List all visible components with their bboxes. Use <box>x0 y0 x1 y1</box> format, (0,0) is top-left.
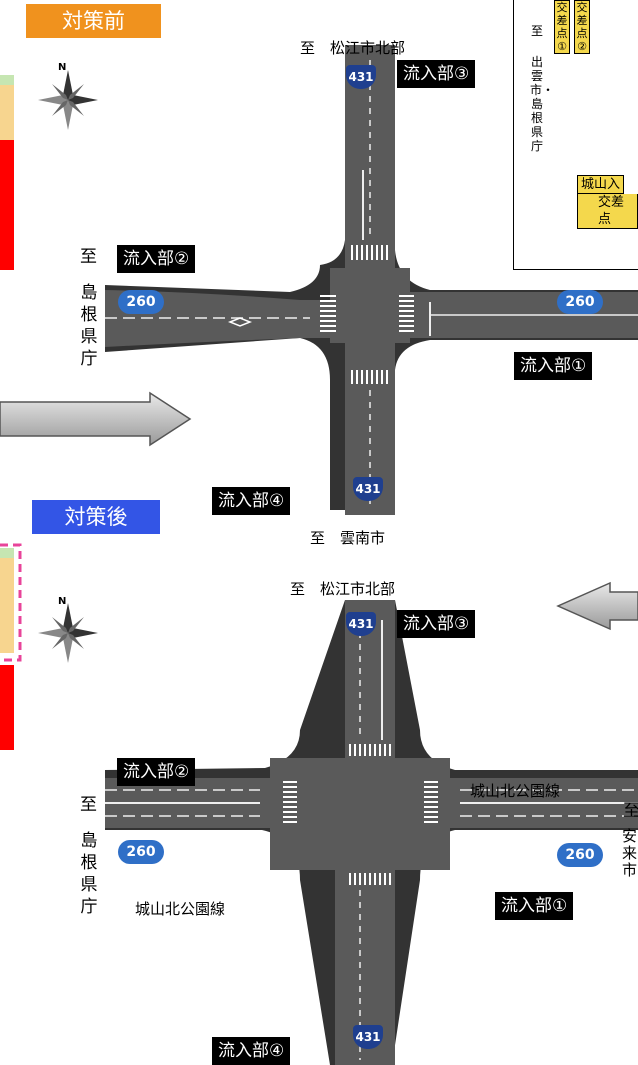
route-431-sign-south-after: 431 <box>353 1025 383 1049</box>
north-letter-before: N <box>58 62 67 73</box>
south-destination-before: 至 雲南市 <box>310 529 386 547</box>
route-260-sign-east-after: 260 <box>557 843 603 867</box>
north-destination-after: 至 松江市北部 <box>290 580 396 598</box>
route-431-sign-north-before: 431 <box>346 65 376 89</box>
route-260-sign-west-before: 260 <box>118 290 164 314</box>
inset-point-1: 交差点① <box>554 0 570 54</box>
north-destination-before: 至 松江市北部 <box>300 39 406 57</box>
route-431-sign-south-before: 431 <box>353 477 383 501</box>
inset-intersection-suffix: 交差点 <box>577 194 638 229</box>
east-to-after: 至 <box>623 801 638 821</box>
before-intersection <box>105 45 638 515</box>
road-name-sw: 城山北公園線 <box>135 900 226 918</box>
north-letter-after: N <box>58 596 67 607</box>
inflow-1-after: 流入部① <box>495 892 574 920</box>
inset-to: 至 <box>530 24 543 38</box>
compass-rose-before <box>38 70 98 130</box>
inflow-2-before: 流入部② <box>117 245 196 273</box>
route-260-sign-east-before: 260 <box>557 290 603 314</box>
route-431-sign-north-after: 431 <box>346 612 376 636</box>
route-260-sign-west-after: 260 <box>118 840 164 864</box>
road-name-ne: 城山北公園線 <box>470 782 561 800</box>
chart-fragment-after <box>0 543 22 750</box>
after-intersection <box>105 600 638 1065</box>
chart-fragment-before <box>0 75 14 270</box>
inflow-2-after: 流入部② <box>117 758 196 786</box>
inflow-4-after: 流入部④ <box>212 1037 291 1065</box>
inset-destination: 出雲市・島根県庁 <box>530 55 555 153</box>
inflow-3-before: 流入部③ <box>397 60 476 88</box>
west-to-before: 至 <box>80 247 97 267</box>
inset-intersection-name: 城山入 <box>577 175 625 194</box>
east-destination-after: 安来市 <box>622 827 638 879</box>
inflow-4-before: 流入部④ <box>212 487 291 515</box>
west-destination-after: 島根県庁 <box>80 831 98 917</box>
after-tag: 対策後 <box>32 500 160 534</box>
compass-rose-after <box>38 603 98 663</box>
inflow-3-after: 流入部③ <box>397 610 476 638</box>
flow-arrow-right <box>0 391 192 447</box>
inset-point-2: 交差点② <box>574 0 590 54</box>
flow-arrow-left <box>556 581 638 631</box>
before-tag: 対策前 <box>26 4 161 38</box>
inflow-1-before: 流入部① <box>514 352 593 380</box>
west-to-after: 至 <box>80 795 97 815</box>
west-destination-before: 島根県庁 <box>80 283 98 369</box>
